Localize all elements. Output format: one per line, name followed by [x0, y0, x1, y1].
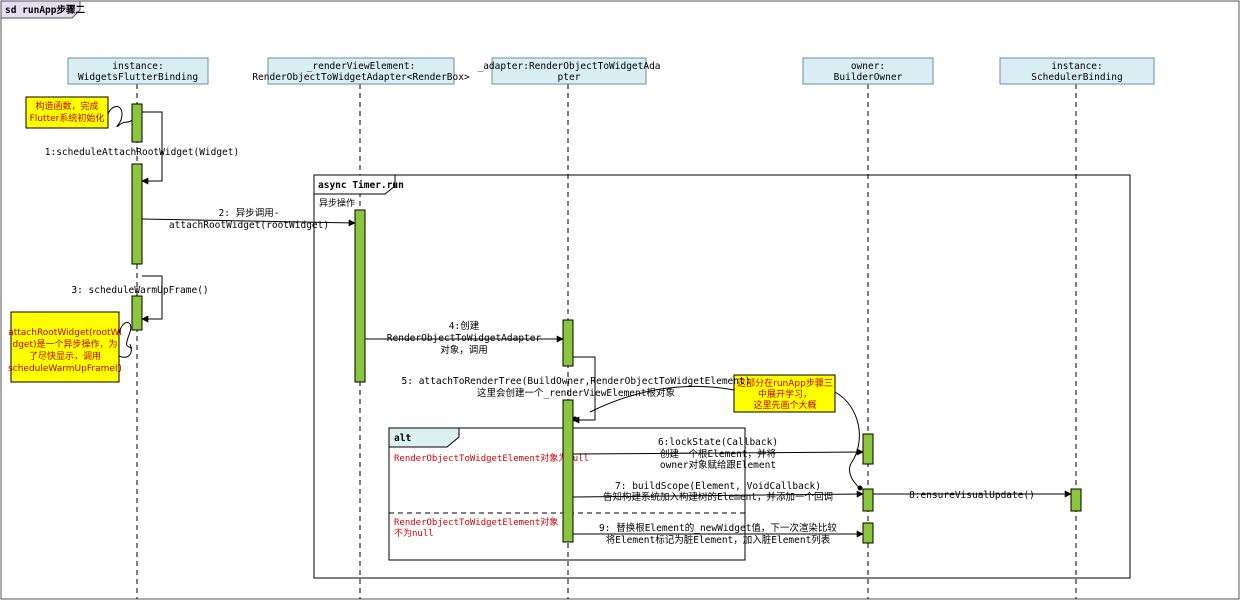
message-5-label-line2: 这里会创建一个_renderViewElement根对象 — [477, 387, 675, 399]
participant-line1: _renderViewElement: — [307, 61, 416, 72]
alt-fragment-label: alt — [394, 433, 411, 444]
participant-line2: WidgetsFlutterBinding — [78, 72, 198, 83]
note-text: 构造函数，完成 — [35, 100, 98, 112]
activation-bar — [862, 488, 874, 512]
note-text: scheduleWarmUpFrame() — [8, 364, 122, 374]
alt-fragment-tab — [388, 427, 460, 448]
message-9-label-line2: 将Element标记为脏Element，加入脏Element列表 — [606, 534, 831, 546]
activation-bar — [131, 295, 143, 331]
message-1-label: 1:scheduleAttachRootWidget(Widget) — [45, 147, 239, 158]
activation-bar — [131, 103, 143, 143]
message-4-label-line1: 4:创建 — [449, 320, 480, 332]
message-6-label-line2: 创建一个根Element，并将 — [660, 448, 777, 460]
activation-bar — [862, 522, 874, 544]
note-init: 构造函数，完成 Flutter系统初始化 — [25, 96, 133, 129]
note-text: 这里先画个大概 — [753, 399, 816, 411]
frame-title: sd runApp步骤二 — [5, 4, 85, 16]
activation-bar — [1070, 488, 1082, 512]
participant-line2: BuilderOwner — [834, 72, 903, 83]
message-6-label-line1: 6:lockState(Callback) — [658, 437, 778, 448]
message-7-label-line2: 告知构建系统加入构建树的Element，并添加一个回调 — [603, 491, 833, 503]
participant-builder-owner: owner: BuilderOwner — [802, 57, 934, 85]
async-fragment-tab — [313, 174, 396, 195]
message-5-arrow — [572, 356, 596, 424]
participant-line2: RenderObjectToWidgetAdapter<RenderBox> — [252, 72, 470, 83]
message-8-label: 8:ensureVisualUpdate() — [909, 490, 1035, 501]
note-runapp-step3: 这部分在runApp步骤三 中展开学习， 这里先画个大概 — [572, 374, 863, 491]
participant-adapter: _adapter:RenderObjectToWidgetAda pter — [477, 57, 661, 85]
activation-bar — [131, 163, 143, 265]
activation-bar — [354, 209, 366, 383]
note-text: 了尽快显示，调用 — [29, 350, 101, 362]
note-text: 中展开学习， — [758, 388, 812, 400]
message-2-label-line1: 2: 异步调用- — [219, 208, 280, 219]
async-fragment-label: async Timer.run — [318, 180, 404, 191]
participant-line2: pter — [558, 72, 581, 83]
message-1-arrow — [141, 111, 163, 185]
activation-bar — [562, 399, 574, 543]
participant-line1: owner: — [851, 61, 885, 72]
message-9-label-line1: 9: 替换根Element的_newWidget值，下一次渲染比较 — [599, 522, 837, 534]
frame-title-tab — [0, 0, 81, 19]
message-2-arrow — [141, 218, 356, 227]
async-fragment — [313, 174, 1131, 579]
activation-bar — [562, 319, 574, 367]
message-7-label-line1: 7: buildScope(Element, VoidCallback) — [615, 481, 821, 492]
alt-guard-not-null-line1: RenderObjectToWidgetElement对象 — [394, 516, 558, 528]
note-text: attachRootWidget(rootWi — [8, 328, 122, 338]
message-4-label-line2: RenderObjectToWidgetAdapter — [387, 333, 542, 344]
alt-guard-null: RenderObjectToWidgetElement对象为null — [394, 452, 589, 464]
participant-line1: instance: — [112, 61, 163, 72]
activation-bar — [862, 433, 874, 465]
message-3-arrow — [141, 275, 163, 323]
message-3-label: 3: scheduleWarmUpFrame() — [71, 285, 208, 296]
message-4-label-line3: 对象，调用 — [440, 344, 488, 356]
message-6-label-line3: owner对象赋给跟Element — [660, 459, 776, 471]
participant-render-view-element: _renderViewElement: RenderObjectToWidget… — [252, 57, 470, 85]
participant-widgets-binding: instance: WidgetsFlutterBinding — [67, 57, 209, 85]
participant-line2: SchedulerBinding — [1031, 72, 1123, 83]
message-6-arrow — [572, 448, 864, 456]
message-7-arrow — [572, 490, 864, 498]
note-text: 这部分在runApp步骤三 — [737, 377, 833, 389]
alt-guard-not-null-line2: 不为null — [394, 527, 434, 539]
participant-line1: _adapter:RenderObjectToWidgetAda — [477, 61, 660, 72]
async-fragment-guard: 异步操作 — [319, 197, 355, 209]
message-2-label-line2: attachRootWidget(rootWidget) — [169, 220, 329, 231]
participant-line1: instance: — [1051, 61, 1102, 72]
note-warmup: attachRootWidget(rootWi dget)是一个异步操作，为 了… — [8, 311, 133, 383]
note-text: Flutter系统初始化 — [30, 112, 105, 124]
message-5-label-line1: 5: attachToRenderTree(BuildOwner,RenderO… — [402, 376, 751, 387]
note-text: dget)是一个异步操作，为 — [12, 338, 117, 350]
participant-scheduler-binding: instance: SchedulerBinding — [999, 57, 1155, 85]
